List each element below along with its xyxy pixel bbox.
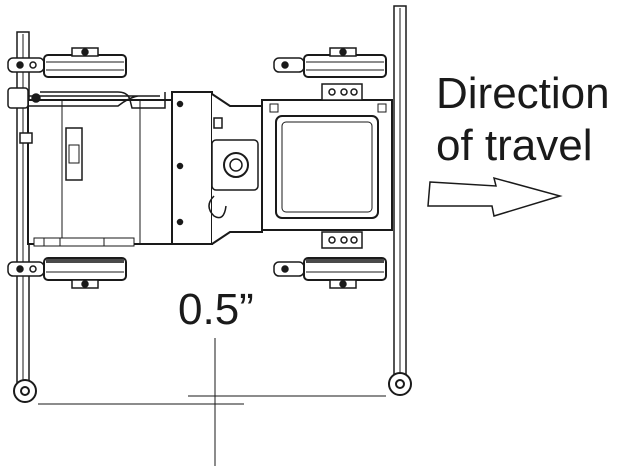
direction-label-line2: of travel [436, 121, 593, 170]
direction-label-line1: Direction [436, 69, 610, 118]
wheel-bottom-right [273, 257, 387, 289]
left-module [7, 87, 175, 247]
right-module [261, 83, 393, 249]
center-coupling [171, 91, 263, 245]
right-rail [388, 5, 412, 396]
wheel-top-right [273, 47, 387, 78]
wheel-top-left [7, 47, 127, 78]
direction-arrow [427, 176, 563, 217]
dimension-lines [38, 338, 386, 466]
offset-dimension-label: 0.5” [178, 285, 254, 334]
wheel-bottom-left [7, 257, 127, 289]
